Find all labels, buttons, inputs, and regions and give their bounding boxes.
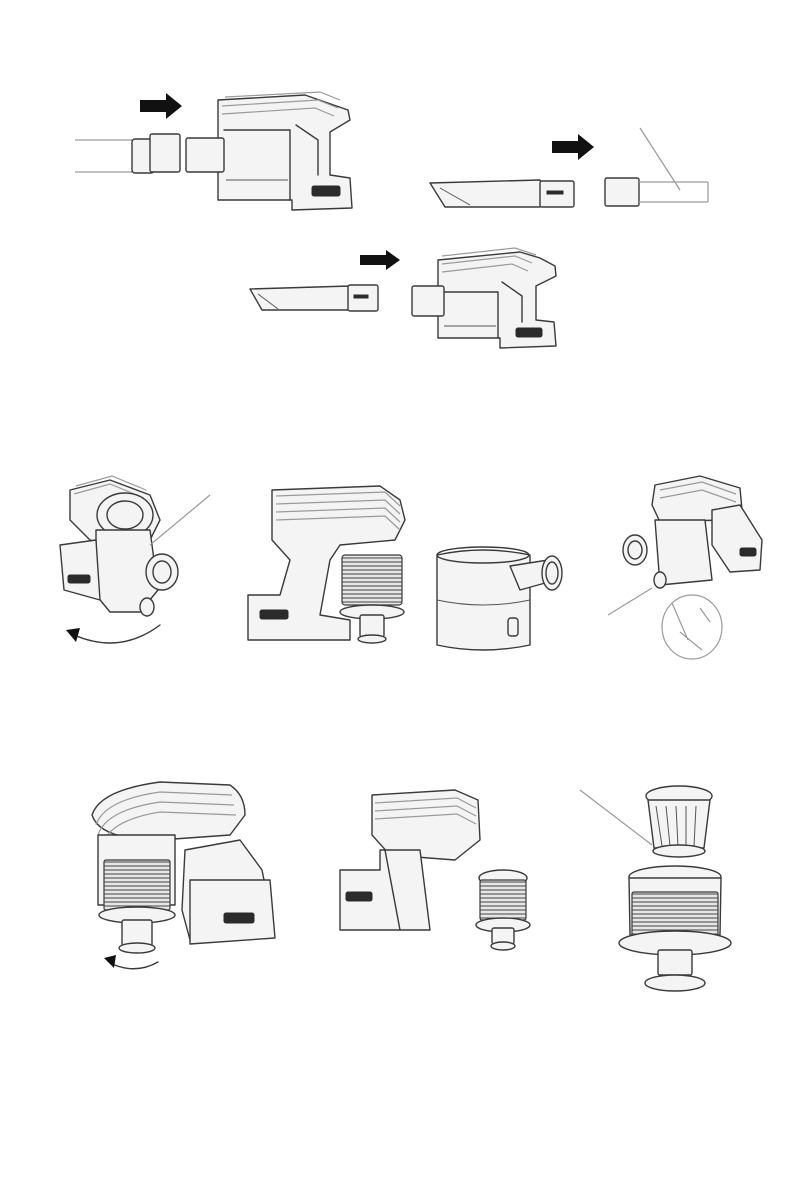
leader-line xyxy=(608,588,652,615)
filter-components-exploded-illustration xyxy=(580,786,731,991)
dust-container-separated-illustration xyxy=(248,486,562,650)
rotate-arrow-icon xyxy=(110,962,158,969)
crevice-tool-to-tube-illustration xyxy=(430,128,708,207)
arrow-right-icon xyxy=(360,250,400,270)
arrow-right-icon xyxy=(140,93,182,119)
crevice-tool-to-main-unit-illustration xyxy=(250,248,556,348)
rotate-arrow-icon xyxy=(74,625,160,643)
leader-line xyxy=(580,790,652,845)
open-dust-container-lid-illustration xyxy=(608,476,762,659)
twist-cyclone-filter-illustration xyxy=(92,782,275,969)
twist-release-dust-container-illustration xyxy=(60,476,210,643)
arrow-right-icon xyxy=(552,134,594,160)
cyclone-filter-removed-illustration xyxy=(340,790,530,950)
leader-line xyxy=(640,128,680,190)
tube-to-main-unit-illustration xyxy=(75,92,352,210)
